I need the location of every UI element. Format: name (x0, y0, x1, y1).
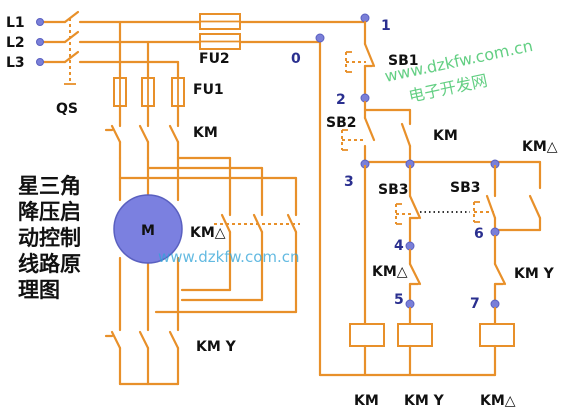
motor-label: M (141, 223, 155, 239)
sb3-left-label: SB3 (378, 182, 409, 198)
km-delta-main-label: KM△ (190, 225, 226, 241)
fu2-fuses: FU2 (199, 13, 367, 67)
coil-kmy-label: KM Y (404, 393, 445, 409)
km-delta-interlock-label: KM△ (372, 264, 408, 280)
sb1-label: SB1 (388, 53, 419, 69)
node-7-label: 7 (470, 296, 480, 312)
coil-kmy (397, 323, 433, 347)
sb3-right-label: SB3 (450, 180, 481, 196)
sb2-label: SB2 (326, 115, 357, 131)
node-0-terminal (315, 33, 325, 43)
km-main-contacts: KM (104, 104, 218, 160)
km-y-main-label: KM Y (196, 339, 237, 355)
node-1-label: 1 (381, 18, 391, 34)
node-0-label: 0 (291, 51, 301, 67)
control-circuit: 0 1 SB1 2 SB2 KM 3 (291, 13, 558, 409)
node-2-label: 2 (336, 92, 346, 108)
watermark-center: www.dzkfw.com.cn (158, 248, 300, 266)
km-delta-main-contacts: KM△ (154, 213, 300, 314)
title-line-2: 降压启 (18, 200, 81, 224)
l1-label: L1 (6, 15, 25, 31)
node-6-label: 6 (474, 226, 484, 242)
km-delta-aux-label: KM△ (522, 139, 558, 155)
l3-label: L3 (6, 55, 25, 71)
fu1-fuses: FU1 (113, 77, 224, 107)
node-5-label: 5 (394, 292, 404, 308)
qs-label: QS (56, 101, 78, 117)
node-4-label: 4 (394, 238, 404, 254)
coil-kmdelta (479, 323, 515, 347)
km-y-main-contacts: KM Y (104, 330, 237, 386)
title-line-5: 理图 (18, 278, 60, 302)
motor-leads (118, 156, 298, 332)
coil-km (349, 323, 385, 347)
main-buses (78, 20, 202, 80)
l2-label: L2 (6, 35, 25, 51)
coil-km-label: KM (354, 393, 379, 409)
title-line-3: 动控制 (18, 226, 81, 250)
title-line-4: 线路原 (18, 252, 81, 276)
fu1-label: FU1 (193, 82, 224, 98)
qs-switch (63, 10, 80, 85)
km-aux-label: KM (433, 128, 458, 144)
node-3-label: 3 (344, 174, 354, 190)
fu2-label: FU2 (199, 51, 230, 67)
km-main-label: KM (193, 125, 218, 141)
coil-kmdelta-label: KM△ (480, 393, 516, 409)
km-y-interlock-label: KM Y (514, 266, 555, 282)
motor: M (113, 194, 183, 264)
diagram-title: 星三角 降压启 动控制 线路原 理图 (18, 174, 81, 302)
title-line-1: 星三角 (18, 174, 81, 198)
supply-lines (36, 18, 67, 66)
